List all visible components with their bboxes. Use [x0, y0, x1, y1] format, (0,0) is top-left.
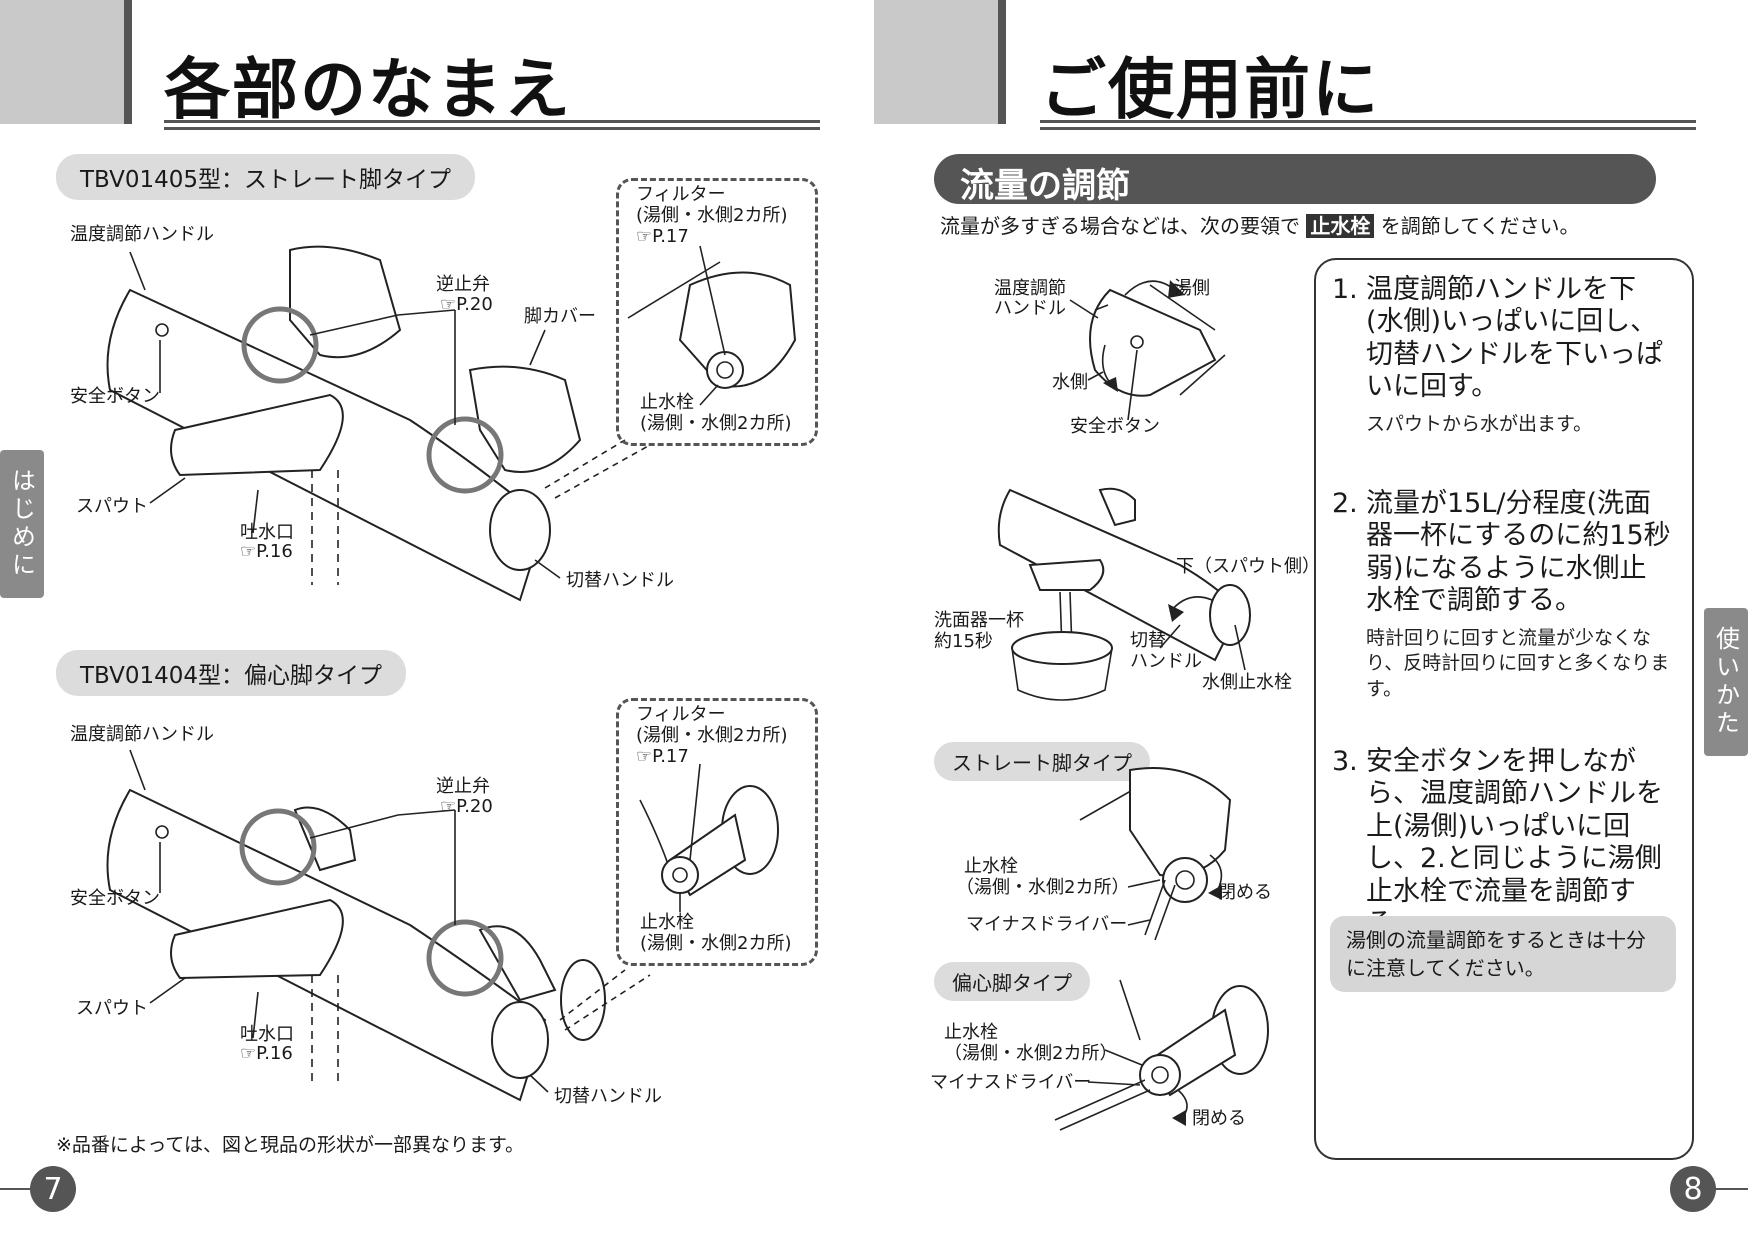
step-1: 1. 温度調節ハンドルを下(水側)いっぱいに回し、切替ハンドルを下いっぱいに回す…: [1332, 274, 1672, 437]
section1-heading: TBV01405型：ストレート脚タイプ: [56, 154, 476, 200]
s1-spout-label: スパウト: [76, 496, 148, 517]
s2-inset-filter-ref: ☞P.17: [636, 746, 689, 767]
s1-outlet-label: 吐水口: [240, 522, 294, 543]
caution-box: 湯側の流量調節をするときは十分に注意してください。: [1330, 916, 1676, 992]
s1-check-valve-label: 逆止弁: [436, 274, 490, 295]
straight-screwdriver: マイナスドライバー: [966, 914, 1128, 935]
step-1-text: 温度調節ハンドルを下(水側)いっぱいに回し、切替ハンドルを下いっぱいに回す。: [1366, 274, 1663, 403]
s1-inset-filter-sub: (湯側・水側2カ所): [636, 205, 788, 226]
s2-check-valve-label: 逆止弁: [436, 776, 490, 797]
step-2-text: 流量が15L/分程度(洗面器一杯にするのに約15秒弱)になるように水側止水栓で調…: [1366, 488, 1671, 617]
step-2: 2. 流量が15L/分程度(洗面器一杯にするのに約15秒弱)になるように水側止水…: [1332, 488, 1672, 702]
s2-temp-handle-label: 温度調節ハンドル: [70, 724, 214, 745]
step-3-number: 3.: [1332, 746, 1358, 777]
s2-safety-button-label: 安全ボタン: [70, 888, 160, 909]
straight-stop-valve: 止水栓: [964, 856, 1018, 877]
pointing-hand-icon: ☞: [440, 796, 457, 817]
s2-spout-label: スパウト: [76, 998, 148, 1019]
left-page-number: 7: [30, 1166, 76, 1212]
left-title-block: [0, 0, 132, 124]
s2-inset-filter-sub: (湯側・水側2カ所): [636, 725, 788, 746]
straight-stop-valve-sub: （湯側・水側2カ所）: [956, 877, 1130, 898]
s1-inset-filter: フィルター: [636, 184, 726, 205]
r-temp-handle-l1: 温度調節: [994, 278, 1066, 299]
intro-text: 流量が多すぎる場合などは、次の要領で 止水栓 を調節してください。: [940, 214, 1580, 238]
s1-check-valve-ref: ☞P.20: [440, 294, 493, 315]
s1-inset-box: [616, 178, 818, 446]
step-1-number: 1.: [1332, 274, 1358, 305]
stop-valve-highlight: 止水栓: [1306, 214, 1375, 238]
faucet-basin-diagram: [997, 487, 1251, 701]
left-side-tab[interactable]: はじめに: [0, 450, 44, 598]
s1-temp-handle-label: 温度調節ハンドル: [70, 224, 214, 245]
instructions-box: [1314, 258, 1694, 1160]
r-basin-l2: 約15秒: [934, 631, 993, 652]
step-2-note: 時計回りに回すと流量が少なくなり、反時計回りに回すと多くなります。: [1366, 626, 1670, 700]
eccentric-screwdriver-diagram: [1054, 979, 1269, 1131]
r-hot-side: 湯側: [1174, 278, 1210, 299]
section2-heading: TBV01404型：偏心脚タイプ: [56, 650, 407, 696]
left-footnote: ※品番によっては、図と現品の形状が一部異なります。: [56, 1134, 525, 1156]
s2-switch-handle-label: 切替ハンドル: [554, 1086, 662, 1107]
flow-adjust-heading: 流量の調節: [934, 154, 1656, 206]
s1-inset-filter-ref: ☞P.17: [636, 226, 689, 247]
pointing-hand-icon: ☞: [240, 1043, 257, 1064]
r-cold-stop-valve: 水側止水栓: [1202, 672, 1292, 693]
r-safety-button: 安全ボタン: [1070, 416, 1160, 437]
r-switch-l2: ハンドル: [1130, 651, 1202, 672]
r-basin-l1: 洗面器一杯: [934, 610, 1024, 631]
pointing-hand-icon: ☞: [440, 294, 457, 315]
s2-outlet-label: 吐水口: [240, 1024, 294, 1045]
s1-leg-cover-label: 脚カバー: [524, 306, 596, 327]
pointing-hand-icon: ☞: [240, 541, 257, 562]
straight-type-pill: ストレート脚タイプ: [934, 742, 1150, 781]
eccentric-stop-valve: 止水栓: [944, 1022, 998, 1043]
right-side-tab[interactable]: 使いかた: [1704, 608, 1748, 756]
eccentric-stop-valve-sub: （湯側・水側2カ所）: [944, 1043, 1118, 1064]
right-page-rule: [1712, 1188, 1748, 1190]
straight-close: 閉める: [1218, 882, 1272, 903]
r-temp-handle-l2: ハンドル: [994, 298, 1066, 319]
temp-handle-rotation-diagram: [1069, 280, 1226, 421]
s2-inset-drawing: [639, 763, 779, 912]
right-title-rule: [1040, 120, 1696, 130]
r-switch-l1: 切替: [1130, 630, 1166, 651]
s1-inset-drawing: [627, 245, 797, 406]
right-page-title: ご使用前に: [1040, 51, 1380, 128]
s1-safety-button-label: 安全ボタン: [70, 386, 160, 407]
s2-outlet-ref: ☞P.16: [240, 1043, 293, 1064]
s2-inset-stop-valve-sub: (湯側・水側2カ所): [640, 933, 792, 954]
s2-inset-box: [616, 698, 818, 966]
pointing-hand-icon: ☞: [636, 746, 653, 767]
r-down-spout: 下（スパウト側）: [1176, 556, 1320, 577]
s2-inset-stop-valve: 止水栓: [640, 912, 694, 933]
pointing-hand-icon: ☞: [636, 226, 653, 247]
left-title-rule: [164, 120, 820, 130]
left-page-rule: [0, 1188, 36, 1190]
step-2-number: 2.: [1332, 488, 1358, 519]
s1-switch-handle-label: 切替ハンドル: [566, 570, 674, 591]
eccentric-close: 閉める: [1192, 1108, 1246, 1129]
s1-outlet-ref: ☞P.16: [240, 541, 293, 562]
faucet-eccentric-diagram: [106, 749, 651, 1102]
eccentric-screwdriver: マイナスドライバー: [930, 1072, 1092, 1093]
r-cold-side: 水側: [1052, 372, 1088, 393]
s1-inset-stop-valve: 止水栓: [640, 392, 694, 413]
step-3: 3. 安全ボタンを押しながら、温度調節ハンドルを上(湯側)いっぱいに回し、2.と…: [1332, 746, 1672, 940]
eccentric-type-pill: 偏心脚タイプ: [934, 962, 1090, 1001]
s2-inset-filter: フィルター: [636, 704, 726, 725]
faucet-straight-diagram: [106, 245, 651, 602]
s2-check-valve-ref: ☞P.20: [440, 796, 493, 817]
step-3-text: 安全ボタンを押しながら、温度調節ハンドルを上(湯側)いっぱいに回し、2.と同じよ…: [1366, 746, 1663, 939]
right-page-number: 8: [1670, 1166, 1716, 1212]
s1-inset-stop-valve-sub: (湯側・水側2カ所): [640, 413, 792, 434]
right-title-block: [874, 0, 1006, 124]
step-1-note: スパウトから水が出ます。: [1366, 412, 1593, 435]
left-page-title: 各部のなまえ: [164, 51, 572, 128]
straight-screwdriver-diagram: [1079, 767, 1232, 941]
